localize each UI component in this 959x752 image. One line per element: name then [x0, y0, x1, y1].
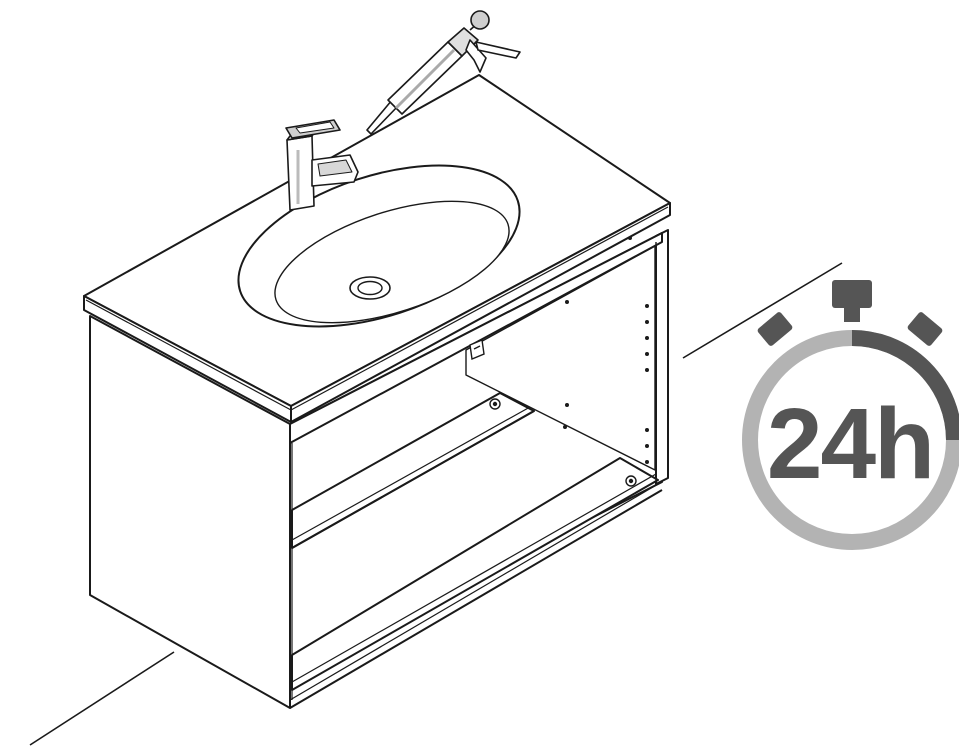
wall-floor-lines	[29, 262, 843, 746]
stopwatch-icon: 24h	[742, 280, 959, 550]
basin-bowl	[274, 200, 510, 324]
vanity-cabinet	[89, 229, 669, 709]
timer-left-button	[757, 312, 793, 346]
wall-bracket	[469, 339, 485, 360]
faucet-icon	[285, 119, 359, 211]
countertop-side-edge	[290, 202, 671, 423]
timer-label: 24h	[767, 388, 933, 500]
timer-progress-arc	[851, 330, 959, 441]
cabinet-right-panel	[655, 229, 669, 485]
timer-crown	[832, 280, 872, 308]
timer-right-button	[907, 312, 943, 346]
sealant-gun-icon	[366, 10, 521, 135]
shelf-screws	[489, 398, 637, 487]
shelf-pin-holes	[563, 236, 649, 464]
